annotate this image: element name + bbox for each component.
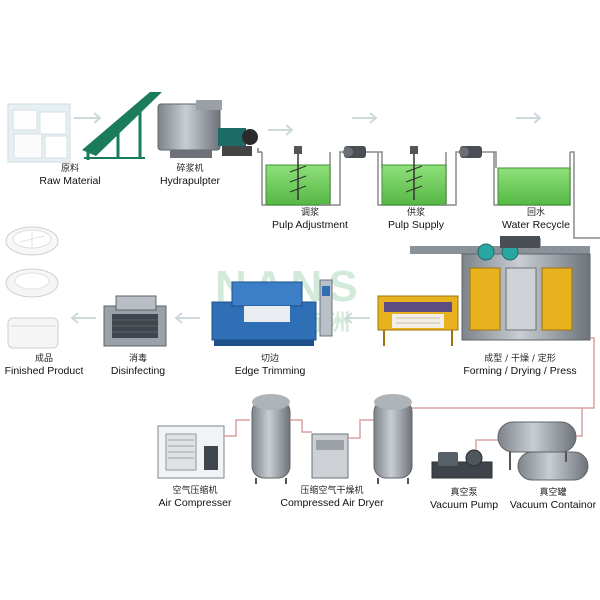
- raw-material-image: [7, 103, 71, 163]
- label-hydrapulpter: 碎浆机 Hydrapulpter: [159, 164, 221, 187]
- label-finished-product: 成品 Finished Product: [4, 354, 84, 377]
- label-air-compressor: 空气压缩机 Air Compresser: [158, 486, 232, 509]
- pulp-supply-tank: [377, 146, 447, 206]
- air-compressor-image: [157, 419, 250, 479]
- flow-arrow: [174, 312, 200, 324]
- hydrapulper-image: [157, 100, 258, 158]
- label-raw-material: 原料 Raw Material: [39, 164, 101, 187]
- label-forming: 成型 / 干燥 / 定形 Forming / Drying / Press: [463, 354, 577, 377]
- label-pulp-supply: 供浆 Pulp Supply: [387, 208, 445, 231]
- vacuum-container-image: [497, 408, 589, 481]
- conveyor-image: [82, 92, 162, 160]
- transfer-pump: [320, 146, 383, 206]
- vacuum-pump-image: [431, 439, 500, 479]
- label-air-dryer: 压缩空气干燥机 Compressed Air Dryer: [280, 486, 384, 509]
- label-vacuum-pump: 真空泵 Vacuum Pump: [429, 488, 499, 511]
- flow-arrow: [344, 312, 370, 324]
- finished-product-image: [5, 226, 59, 349]
- flow-arrow: [74, 112, 102, 124]
- label-vacuum-container: 真空罐 Vacuum Containor: [509, 488, 597, 511]
- edge-trimming-machine-image: [211, 279, 333, 346]
- label-water-recycle: 回水 Water Recycle: [502, 208, 570, 231]
- air-receiver-tank: [251, 394, 312, 484]
- pulp-adjustment-tank: [265, 146, 331, 206]
- air-dryer-image: [311, 419, 374, 479]
- air-receiver-tank: [373, 394, 413, 484]
- disinfecting-machine-image: [103, 295, 167, 347]
- flow-arrow: [268, 124, 294, 136]
- label-pulp-adjustment: 调浆 Pulp Adjustment: [272, 208, 348, 231]
- flow-arrow: [70, 312, 96, 324]
- label-edge-trimming: 切边 Edge Trimming: [234, 354, 306, 377]
- pipe: [257, 148, 262, 153]
- transfer-pump: [440, 146, 497, 206]
- pipe: [570, 151, 600, 239]
- flow-arrow: [516, 112, 542, 124]
- water-recycle-tank: [493, 152, 571, 206]
- label-disinfecting: 消毒 Disinfecting: [110, 354, 166, 377]
- flow-arrow: [352, 112, 378, 124]
- forming-machine-image: [377, 236, 595, 409]
